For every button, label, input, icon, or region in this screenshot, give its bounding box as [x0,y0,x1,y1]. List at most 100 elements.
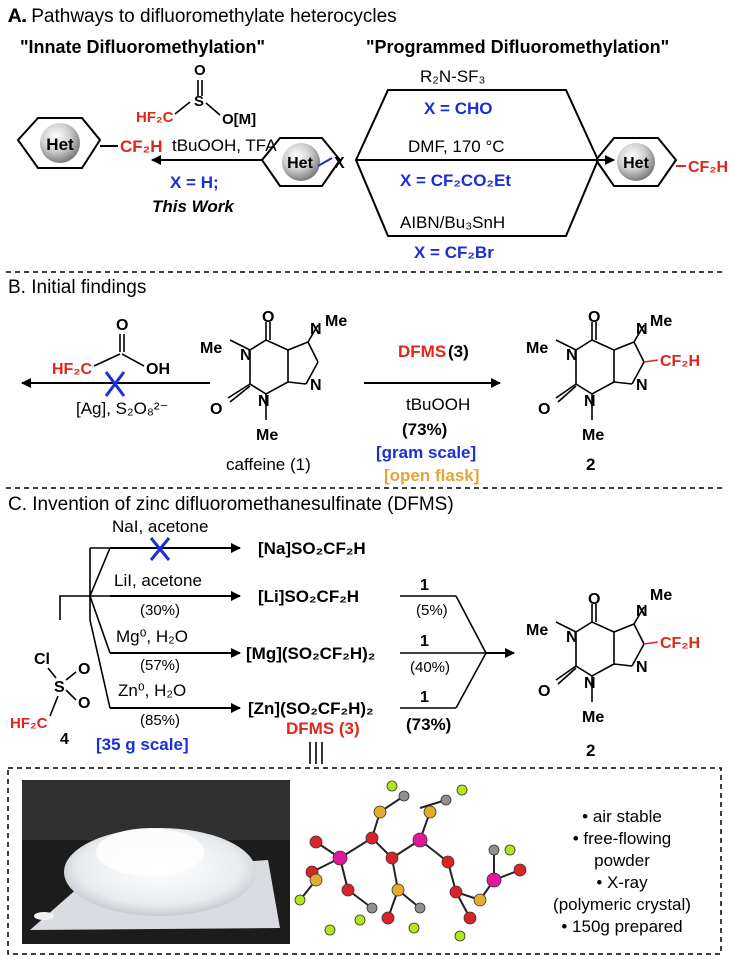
crystal-atom [454,930,466,942]
crystal-atom [513,863,527,877]
acid-oh-label: OH [146,361,170,378]
het-label-right: Het [623,155,649,172]
programmed-heading: "Programmed Difluoromethylation" [366,37,669,57]
prod-me3: Me [582,427,604,444]
section-a-title-text: A. Pathways to difluoromethylate heteroc… [8,6,397,27]
caffeine-n3: N [258,393,270,410]
crystal-atom [294,894,306,906]
sulfonyl-chloride-4: Cl S O O HF₂C 4 [10,651,90,748]
prod-n9: N [636,377,648,394]
prod-o-bottom: O [538,401,550,418]
crystal-atom [391,883,405,897]
crystal-atom [440,794,452,806]
blocked-x-icon-c [149,537,171,561]
na-product: [Na]SO₂CF₂H [258,539,366,558]
branch-zn [89,596,111,709]
prod-n3: N [584,393,596,410]
dfms-number: (3) [448,342,469,361]
this-work-label: This Work [152,197,235,216]
nai-label: NaI, acetone [112,517,208,536]
hf2c-label: HF₂C [10,715,48,732]
crystal-atom [456,784,468,796]
crystal-atom [385,851,399,865]
open-flask-label: [open flask] [384,466,479,485]
innate-heading: "Innate Difluoromethylation" [20,37,265,57]
reagent-hf2c-label: HF₂C [136,109,174,126]
starting-heterocycle: Het X [260,137,345,187]
crystal-atom [365,831,379,845]
prodc-me3: Me [582,709,604,726]
prod-me7: Me [650,313,672,330]
x-cho-label: X = CHO [424,99,493,118]
r2nsf3-label: R₂N-SF₃ [420,67,485,86]
prodc-n9: N [636,659,648,676]
caffeine-n7: N [310,321,322,338]
caffeine-o-top: O [262,309,274,326]
branch-mg [89,595,111,654]
caffeine-me3: Me [256,427,278,444]
reagent-s-label: S [194,93,204,110]
crystal-atom [341,883,355,897]
crystal-atom [373,805,387,819]
prodc-me1: Me [526,622,548,639]
caffeine-o-bottom: O [210,401,222,418]
blocked-x-icon [104,371,126,397]
yield-73: (73%) [402,420,447,439]
properties-box [7,767,722,955]
cf2h-label: CF₂H [120,137,163,156]
reagent-om-label: O[M] [222,111,256,128]
tbuooh-label: tBuOOH [406,395,470,414]
caffeine-me1: Me [200,340,222,357]
section-a-title: A. [8,6,27,27]
feature-free-flowing: • free-flowing [573,829,672,848]
product-2-label-b: 2 [586,455,595,474]
crystal-structure [294,780,527,942]
crystal-atom [504,844,516,856]
het-label: Het [46,135,74,154]
crystal-atom [488,844,500,856]
o-label-2: O [78,695,90,712]
caffeine-label: caffeine (1) [226,455,311,474]
lii-label: LiI, acetone [114,571,202,590]
route-tree [59,547,110,620]
feature-xray: • X-ray [596,873,648,892]
reagent-o-label: O [194,62,206,79]
yield-73-c: (73%) [406,715,451,734]
prodc-o-top: O [588,591,600,608]
o-label-1: O [78,661,90,678]
dfms-reagent-label: DFMS [398,342,446,361]
one-li: 1 [420,577,429,594]
caffeine-me7: Me [325,313,347,330]
caffeine-structure: O N Me N Me O N N Me [200,309,347,444]
prodc-n1: N [566,629,578,646]
mg-label: Mg⁰, H₂O [116,627,188,646]
one-mg: 1 [420,633,429,650]
prod-n1: N [566,347,578,364]
prodc-o-bottom: O [538,683,550,700]
dmf-label: DMF, 170 °C [408,137,505,156]
dfms-powder-photo [22,780,290,944]
crystal-atom [309,873,323,887]
product-heterocycle-left: Het CF₂H [16,117,163,169]
section-c-title: C. Invention of zinc difluoromethanesulf… [8,494,454,515]
crystal-atom [414,902,426,914]
x-equals-h-text: X = H; [170,173,219,192]
prod-n7: N [636,321,648,338]
crystal-atom [324,924,336,936]
crystal-atom [423,805,437,819]
yield-5: (5%) [416,602,448,619]
caffeine-n9: N [310,377,322,394]
aibn-label: AIBN/Bu₃SnH [400,213,505,232]
prodc-cf2h: CF₂H [660,635,700,652]
x-cf2br-label: X = CF₂Br [414,243,494,262]
prodc-n7: N [636,603,648,620]
left-conditions: tBuOOH, TFA [172,136,277,155]
prod-o-top: O [588,309,600,326]
zn-label: Zn⁰, H₂O [118,681,186,700]
section-b-title: B. Initial findings [8,277,146,298]
li-yield: (30%) [140,602,180,619]
crystal-atom [473,893,487,907]
s-label: S [54,679,65,696]
compound-4-label: 4 [60,731,69,748]
equivalence-mark [309,742,323,764]
